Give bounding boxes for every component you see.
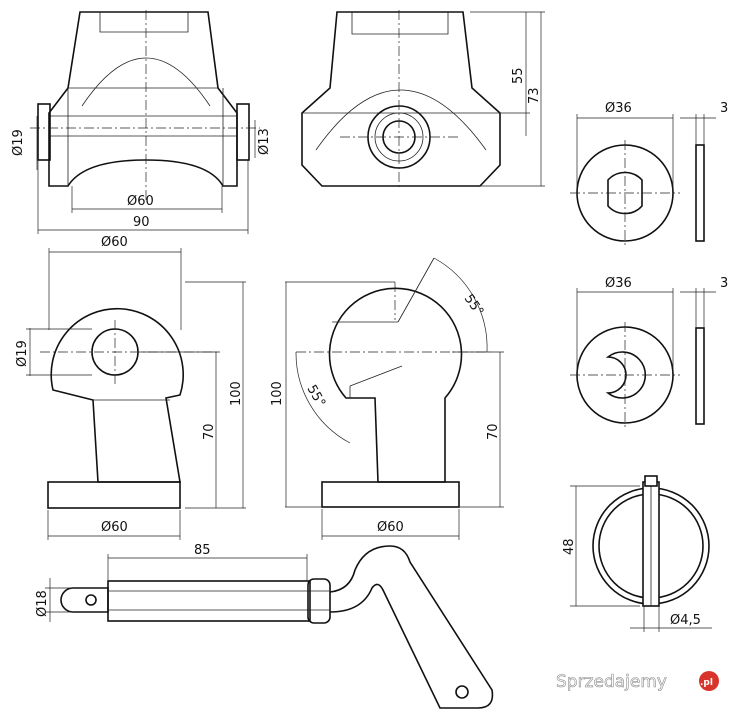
- dim-90: 90: [133, 215, 150, 230]
- dim-73: 73: [527, 87, 542, 104]
- washer-2: Ø36 3: [570, 276, 728, 430]
- dim-d60-right-base: Ø60: [377, 520, 404, 535]
- dim-70-right: 70: [486, 423, 501, 440]
- dim-d19-a: Ø19: [11, 129, 26, 156]
- watermark-suffix: .pl: [700, 678, 713, 688]
- dim-55: 55: [511, 67, 526, 84]
- dim-d4-5: Ø4,5: [670, 613, 701, 628]
- dim-70-left: 70: [202, 423, 217, 440]
- dim-d60-top: Ø60: [127, 194, 154, 209]
- dim-3-washer-1: 3: [720, 101, 728, 116]
- front-view-housing: [30, 10, 260, 200]
- side-view-dimensions: 55 73: [470, 11, 545, 187]
- crank-dimensions: 85 Ø18: [35, 543, 308, 622]
- washer-1: Ø36 3: [570, 101, 728, 248]
- dim-d19-stand: Ø19: [15, 340, 30, 367]
- ring-pin: 48 Ø4,5: [562, 475, 712, 632]
- dim-d36-washer-2: Ø36: [605, 276, 632, 291]
- left-stand: [40, 307, 220, 509]
- side-view-housing: [301, 10, 501, 190]
- dim-85: 85: [194, 543, 211, 558]
- dim-d36-washer-1: Ø36: [605, 101, 632, 116]
- dim-d18: Ø18: [35, 590, 50, 617]
- dim-48: 48: [562, 538, 577, 555]
- dim-3-washer-2: 3: [720, 276, 728, 291]
- right-stand: [296, 257, 490, 508]
- left-stand-dimensions: Ø60 Ø19 100 70 Ø60: [15, 235, 246, 540]
- watermark-text: Sprzedajemy: [556, 672, 667, 692]
- crank-handle: [60, 545, 494, 709]
- dim-angle-55-upper: 55°: [461, 292, 487, 319]
- dim-d60-stand-top: Ø60: [101, 235, 128, 250]
- dim-100-left: 100: [229, 381, 244, 406]
- watermark-logo: Sprzedajemy .pl: [556, 671, 719, 692]
- right-stand-dimensions: 55° 55° 100 70 Ø60: [270, 257, 504, 540]
- dim-100-right: 100: [270, 381, 285, 406]
- front-view-dimensions: Ø19 Ø13 Ø60 90: [11, 116, 272, 234]
- dim-d60-stand-base: Ø60: [101, 520, 128, 535]
- dim-d13: Ø13: [257, 128, 272, 155]
- dim-angle-55-lower: 55°: [304, 383, 329, 410]
